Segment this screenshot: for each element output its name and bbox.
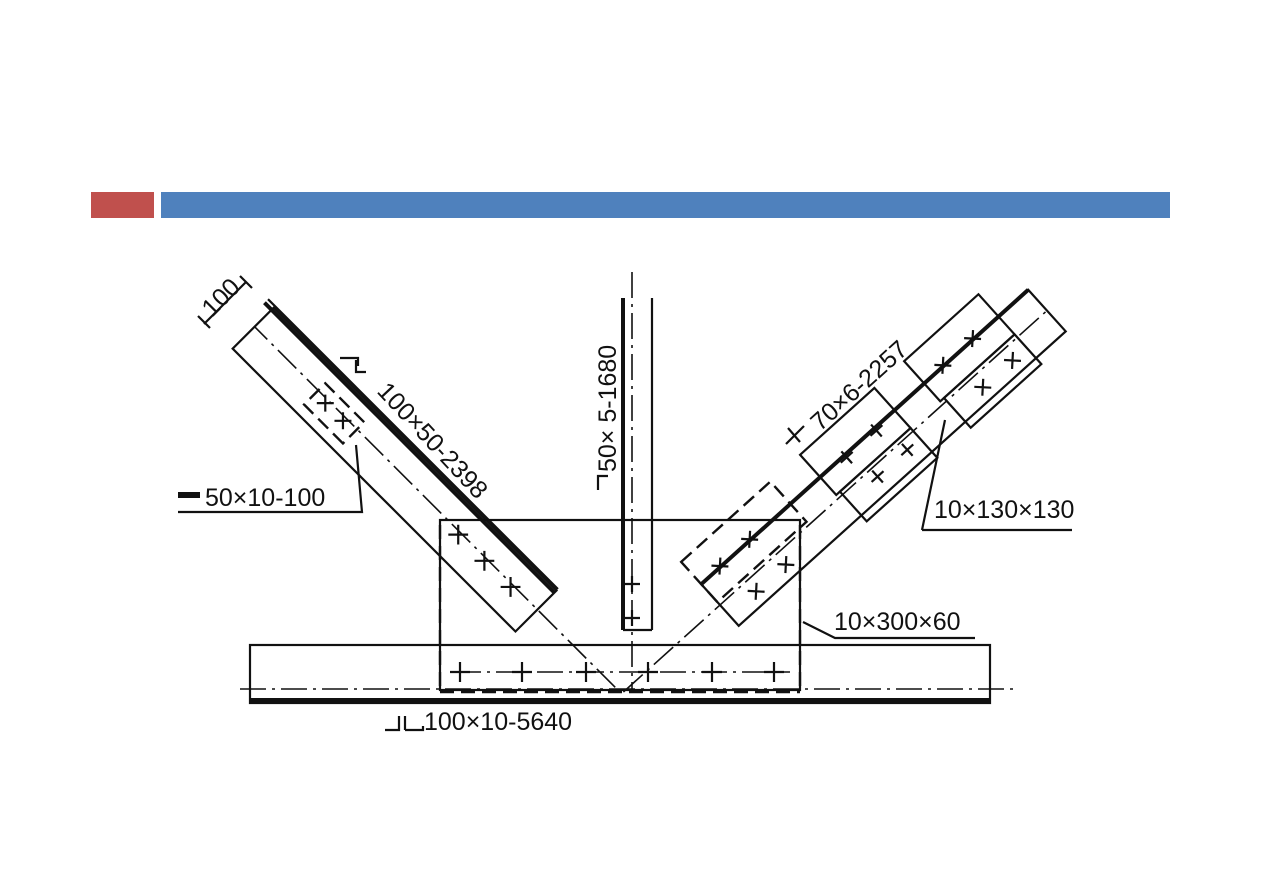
right-diagonal-member <box>622 288 1068 693</box>
label-vertical: 50× 5-1680 <box>594 345 622 472</box>
vertical-member <box>621 272 654 690</box>
tee-section-icon <box>785 425 805 445</box>
header-accent-bar <box>91 192 154 218</box>
label-bottom-chord: 100×10-5640 <box>424 708 572 736</box>
label-left-diagonal: 100×50-2398 <box>372 377 493 504</box>
channel-section-icon <box>340 356 366 374</box>
bolt-row-bottom <box>450 662 784 682</box>
leader-lines <box>178 419 1072 640</box>
label-left-filler-plate: 50×10-100 <box>205 484 325 512</box>
left-diagonal-member <box>231 298 616 688</box>
gusset-plate <box>438 518 802 692</box>
dimension-line-100 <box>197 275 253 329</box>
flat-plate-icon <box>178 492 200 498</box>
label-dim-width: 100 <box>196 273 245 322</box>
angle-section-icon-vertical <box>596 474 608 490</box>
label-gusset-plate: 10×300×60 <box>834 608 961 636</box>
bottom-chord <box>240 525 1018 705</box>
header-title-bar <box>161 192 1170 218</box>
double-angle-section-icon <box>385 716 425 732</box>
label-splice-plate: 10×130×130 <box>934 496 1074 524</box>
label-right-diagonal: 70×6-2257 <box>805 335 913 436</box>
